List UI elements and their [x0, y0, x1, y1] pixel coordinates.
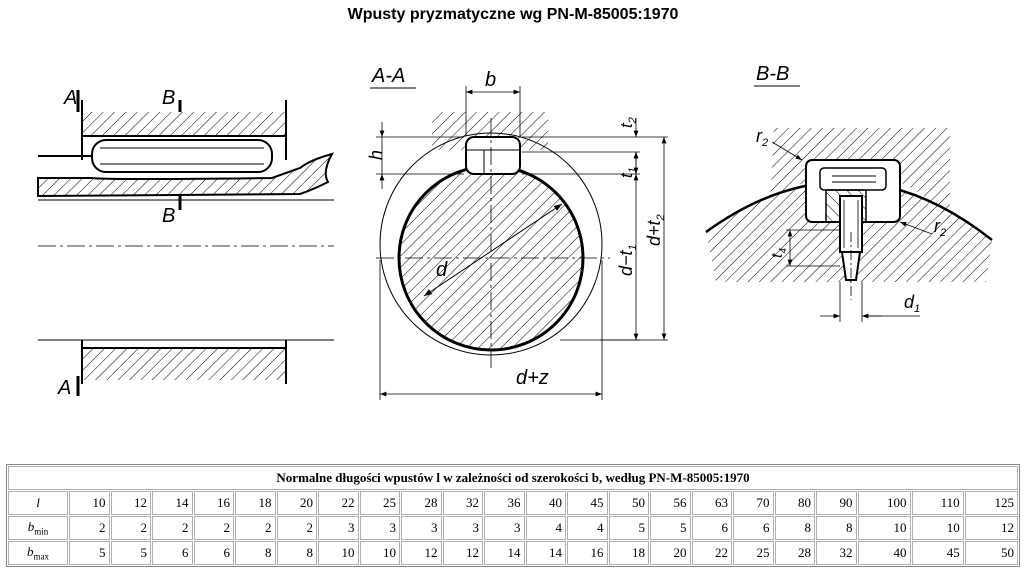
table-cell-bmax: 6 [152, 541, 193, 565]
table-cell-bmax: 40 [857, 541, 911, 565]
table-cell-bmin: 8 [774, 516, 815, 540]
table-cell-bmin: 10 [911, 516, 964, 540]
row-label-bmax: bmax [8, 541, 68, 565]
table-cell-bmin: 3 [484, 516, 525, 540]
table-cell-bmin: 12 [964, 516, 1018, 540]
technical-drawing: A A B B [37, 63, 993, 400]
cut-label-b-top: B [162, 87, 175, 109]
dim-d-plus-z-label: d+z [516, 367, 549, 389]
table-cell-l: 36 [484, 491, 525, 515]
table-cell-bmin: 3 [359, 516, 400, 540]
table-cell-l: 14 [152, 491, 193, 515]
row-label-l: l [8, 491, 68, 515]
table-cell-bmax: 5 [110, 541, 151, 565]
table-cell-bmax: 6 [193, 541, 234, 565]
table-cell-bmax: 10 [359, 541, 400, 565]
dim-d-minus-t1-label: d−t1 [616, 244, 639, 276]
table-cell-bmin: 2 [152, 516, 193, 540]
table-cell-bmax: 18 [608, 541, 649, 565]
section-bb-label: B-B [756, 63, 789, 85]
table-cell-bmax: 12 [442, 541, 483, 565]
section-aa-label: A-A [371, 65, 405, 87]
table-cell-bmin: 2 [69, 516, 110, 540]
table-caption: Normalne długości wpustów l w zależności… [8, 466, 1018, 490]
table-cell-bmax: 14 [525, 541, 566, 565]
table-cell-l: 18 [235, 491, 276, 515]
table-cell-l: 45 [567, 491, 608, 515]
table-cell-bmin: 2 [193, 516, 234, 540]
table-cell-l: 70 [733, 491, 774, 515]
page-title: Wpusty pryzmatyczne wg PN-M-85005:1970 [347, 6, 679, 23]
dim-d-label: d [436, 259, 448, 281]
dim-t1-label: t1 [617, 167, 639, 178]
table-cell-bmax: 8 [235, 541, 276, 565]
table-cell-bmax: 10 [318, 541, 359, 565]
table-cell-l: 16 [193, 491, 234, 515]
table-cell-l: 63 [691, 491, 732, 515]
dim-r2-top-label: r2 [756, 126, 768, 149]
dim-r2-bottom-label: r2 [934, 216, 946, 239]
table-cell-bmin: 3 [318, 516, 359, 540]
dim-h-label: h [366, 150, 386, 160]
table-cell-bmax: 8 [276, 541, 317, 565]
table-cell-l: 32 [442, 491, 483, 515]
table-cell-l: 40 [525, 491, 566, 515]
table-cell-bmax: 14 [484, 541, 525, 565]
table-cell-l: 12 [110, 491, 151, 515]
table-cell-bmax: 16 [567, 541, 608, 565]
table-cell-bmin: 5 [608, 516, 649, 540]
cut-label-a-top: A [63, 87, 77, 109]
table-cell-l: 50 [608, 491, 649, 515]
dim-d-plus-t2-label: d+t2 [644, 214, 667, 246]
table-cell-bmin: 6 [691, 516, 732, 540]
table-cell-bmax: 25 [733, 541, 774, 565]
dim-b-label: b [485, 69, 496, 91]
dim-t2-label: t2 [617, 117, 639, 128]
table-cell-l: 90 [816, 491, 857, 515]
key-lengths-table: Normalne długości wpustów l w zależności… [6, 464, 1020, 567]
table-cell-bmax: 22 [691, 541, 732, 565]
table-cell-l: 100 [857, 491, 911, 515]
table-cell-l: 22 [318, 491, 359, 515]
table-cell-bmax: 20 [650, 541, 691, 565]
table-cell-bmin: 4 [525, 516, 566, 540]
lengths-table-wrapper: Normalne długości wpustów l w zależności… [6, 464, 1020, 567]
row-label-bmin: bmin [8, 516, 68, 540]
table-cell-bmax: 28 [774, 541, 815, 565]
table-cell-bmin: 8 [816, 516, 857, 540]
longitudinal-view [37, 90, 335, 396]
table-cell-bmin: 6 [733, 516, 774, 540]
section-bb [705, 128, 993, 322]
table-cell-bmin: 4 [567, 516, 608, 540]
table-cell-bmin: 5 [650, 516, 691, 540]
cut-label-b-bottom: B [162, 205, 175, 227]
table-cell-bmax: 50 [964, 541, 1018, 565]
table-cell-bmin: 3 [442, 516, 483, 540]
table-cell-bmax: 12 [401, 541, 442, 565]
table-cell-l: 25 [359, 491, 400, 515]
table-cell-l: 20 [276, 491, 317, 515]
table-cell-l: 125 [964, 491, 1018, 515]
table-cell-bmin: 2 [110, 516, 151, 540]
table-cell-l: 10 [69, 491, 110, 515]
table-cell-bmax: 5 [69, 541, 110, 565]
table-cell-l: 80 [774, 491, 815, 515]
table-cell-bmax: 32 [816, 541, 857, 565]
table-cell-bmin: 2 [276, 516, 317, 540]
table-cell-bmax: 45 [911, 541, 964, 565]
cut-label-a-bottom: A [57, 377, 71, 399]
table-cell-bmin: 10 [857, 516, 911, 540]
dim-t4-label: t4 [769, 248, 789, 258]
table-cell-bmin: 3 [401, 516, 442, 540]
table-cell-bmin: 2 [235, 516, 276, 540]
table-cell-l: 56 [650, 491, 691, 515]
dim-d1-label: d1 [904, 292, 920, 315]
table-cell-l: 110 [911, 491, 964, 515]
table-cell-l: 28 [401, 491, 442, 515]
section-aa [376, 86, 668, 400]
